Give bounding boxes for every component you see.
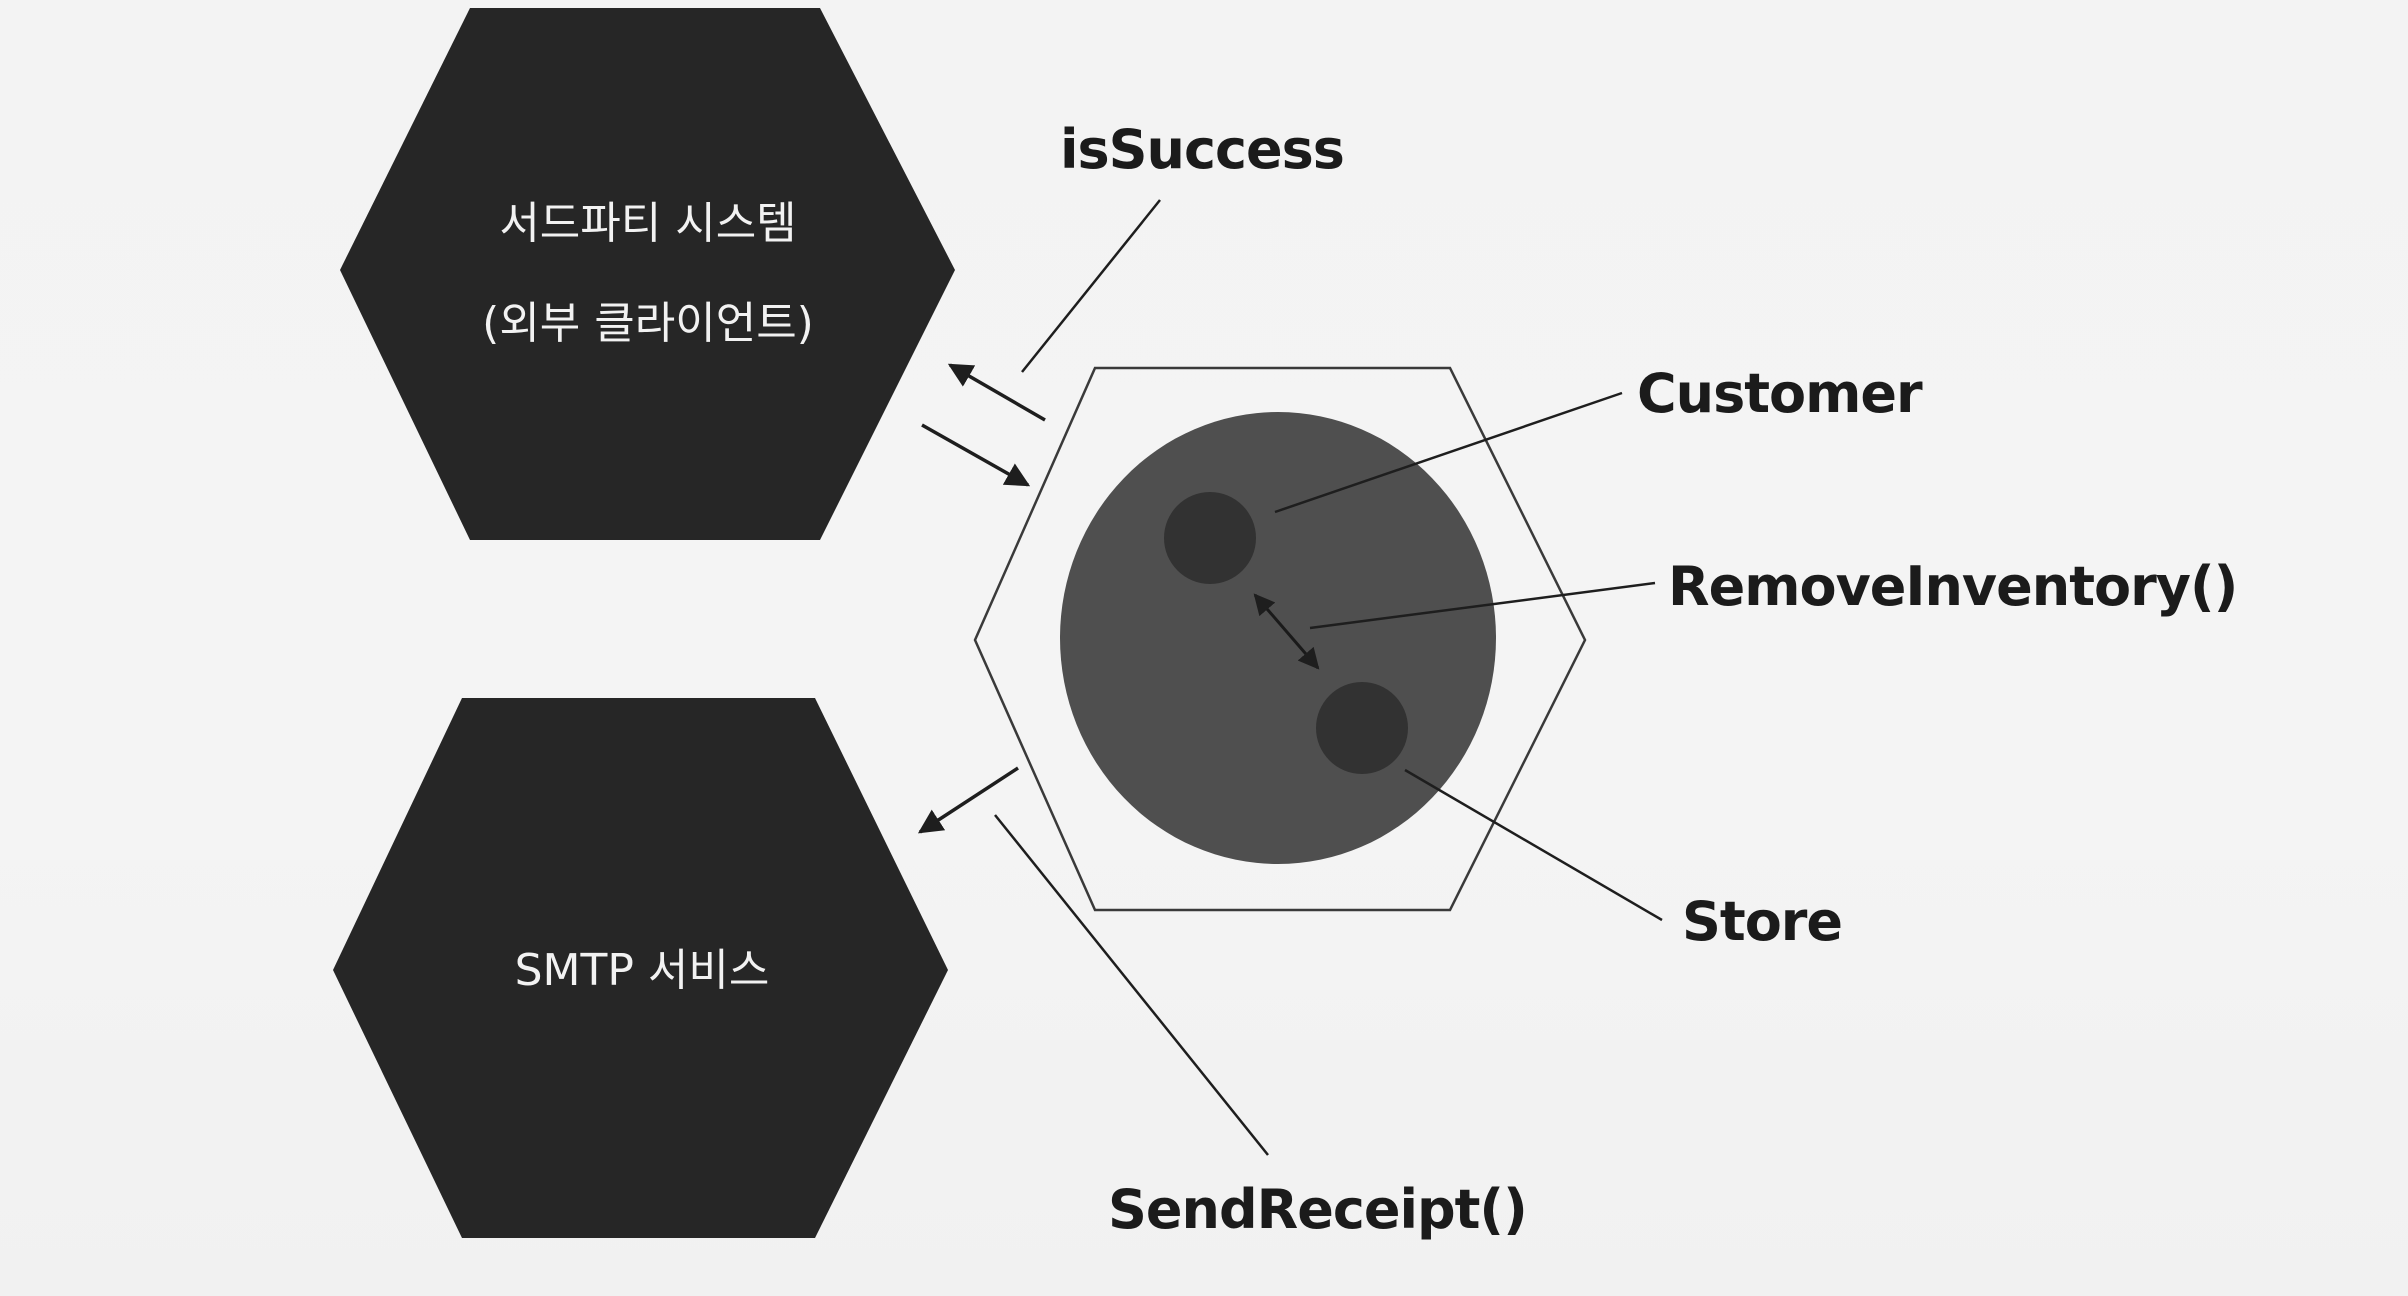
smtp-service-hexagon — [333, 698, 948, 1238]
store-entity-circle — [1316, 682, 1408, 774]
domain-model-circle — [1060, 412, 1496, 864]
entity-interaction-arrow — [1253, 593, 1320, 670]
store-leader — [1404, 768, 1663, 922]
send-receipt-arrow — [917, 766, 1019, 834]
remove-inventory-label: RemoveInventory() — [1668, 555, 2237, 618]
third-party-system-hexagon — [340, 8, 955, 540]
is-success-label: isSuccess — [1060, 118, 1344, 181]
third-party-label-line1: 서드파티 시스템 — [499, 198, 796, 249]
is-success-arrow — [947, 363, 1046, 422]
send-receipt-leader — [994, 814, 1269, 1156]
smtp-label: SMTP 서비스 — [515, 945, 770, 996]
third-party-label-line2: (외부 클라이언트) — [482, 298, 814, 349]
request-arrow — [921, 423, 1031, 487]
send-receipt-label: SendReceipt() — [1108, 1178, 1527, 1241]
customer-entity-circle — [1164, 492, 1256, 584]
remove-inventory-leader — [1309, 581, 1656, 630]
customer-leader — [1274, 391, 1623, 514]
is-success-leader — [1021, 199, 1161, 373]
application-hexagon — [973, 366, 1587, 912]
store-label: Store — [1682, 890, 1842, 953]
customer-label: Customer — [1637, 362, 1923, 425]
